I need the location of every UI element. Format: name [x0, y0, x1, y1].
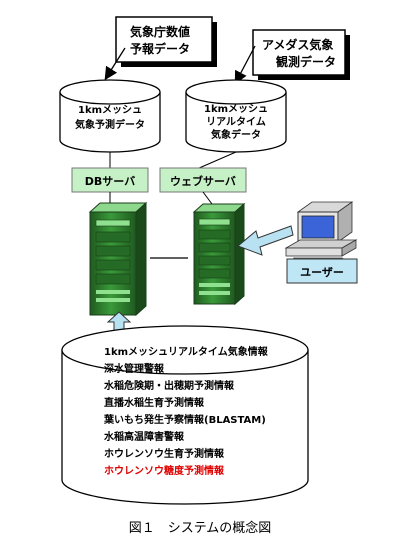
- info-list-item: 1kmメッシュリアルタイム気象情報: [104, 345, 269, 358]
- info-list: 1kmメッシュリアルタイム気象情報深水管理警報水稲危険期・出穂期予測情報直播水稲…: [103, 345, 269, 477]
- realtime-db-line2: リアルタイム: [206, 116, 266, 128]
- db-server-label-text: DBサーバ: [85, 175, 135, 188]
- user-label: ユーザー: [286, 258, 358, 284]
- forecast-db-cylinder: 1kmメッシュ 気象予測データ: [59, 79, 161, 153]
- web-server-tower: [192, 202, 246, 306]
- info-list-item: 水稲高温障害警報: [103, 430, 185, 443]
- arrow-amedas-to-realtime-db: [234, 45, 256, 85]
- info-list-item: 葉いもち発生予察情報(BLASTAM): [103, 413, 266, 426]
- amedas-source-box: アメダス気象 観測データ: [252, 29, 350, 80]
- jma-source-box: 気象庁数値 予報データ: [115, 16, 217, 67]
- arrow-jma-to-forecast-db: [104, 47, 126, 81]
- realtime-db-line1: 1kmメッシュ: [204, 103, 268, 115]
- realtime-db-cylinder: 1kmメッシュ リアルタイム 気象データ: [185, 79, 287, 153]
- web-server-label-text: ウェブサーバ: [170, 174, 236, 188]
- user-computer-icon: [284, 201, 358, 267]
- web-server-label: ウェブサーバ: [159, 167, 247, 193]
- info-list-item: ホウレンソウ糖度予測情報: [104, 464, 225, 477]
- db-server-label: DBサーバ: [71, 167, 149, 193]
- user-to-web-arrow: [237, 225, 294, 256]
- info-list-item: 深水管理警報: [104, 362, 165, 375]
- info-list-item: ホウレンソウ生育予測情報: [104, 447, 225, 460]
- figure-caption: 図１ システムの概念図: [129, 520, 272, 536]
- info-list-item: 直播水稲生育予測情報: [104, 396, 205, 409]
- amedas-source-line1: アメダス気象: [262, 37, 333, 52]
- user-label-text: ユーザー: [300, 266, 344, 279]
- connector-web-server: [202, 191, 213, 205]
- forecast-db-line1: 1kmメッシュ: [78, 104, 142, 116]
- jma-source-line2: 予報データ: [130, 41, 190, 56]
- realtime-db-line3: 気象データ: [210, 128, 261, 141]
- info-list-item: 水稲危険期・出穂期予測情報: [103, 379, 235, 392]
- db-server-tower: [88, 201, 148, 317]
- amedas-source-line2: 観測データ: [276, 54, 336, 69]
- forecast-db-line2: 気象予測データ: [74, 118, 145, 131]
- info-database-cylinder: [61, 325, 309, 505]
- jma-source-line1: 気象庁数値: [130, 24, 190, 39]
